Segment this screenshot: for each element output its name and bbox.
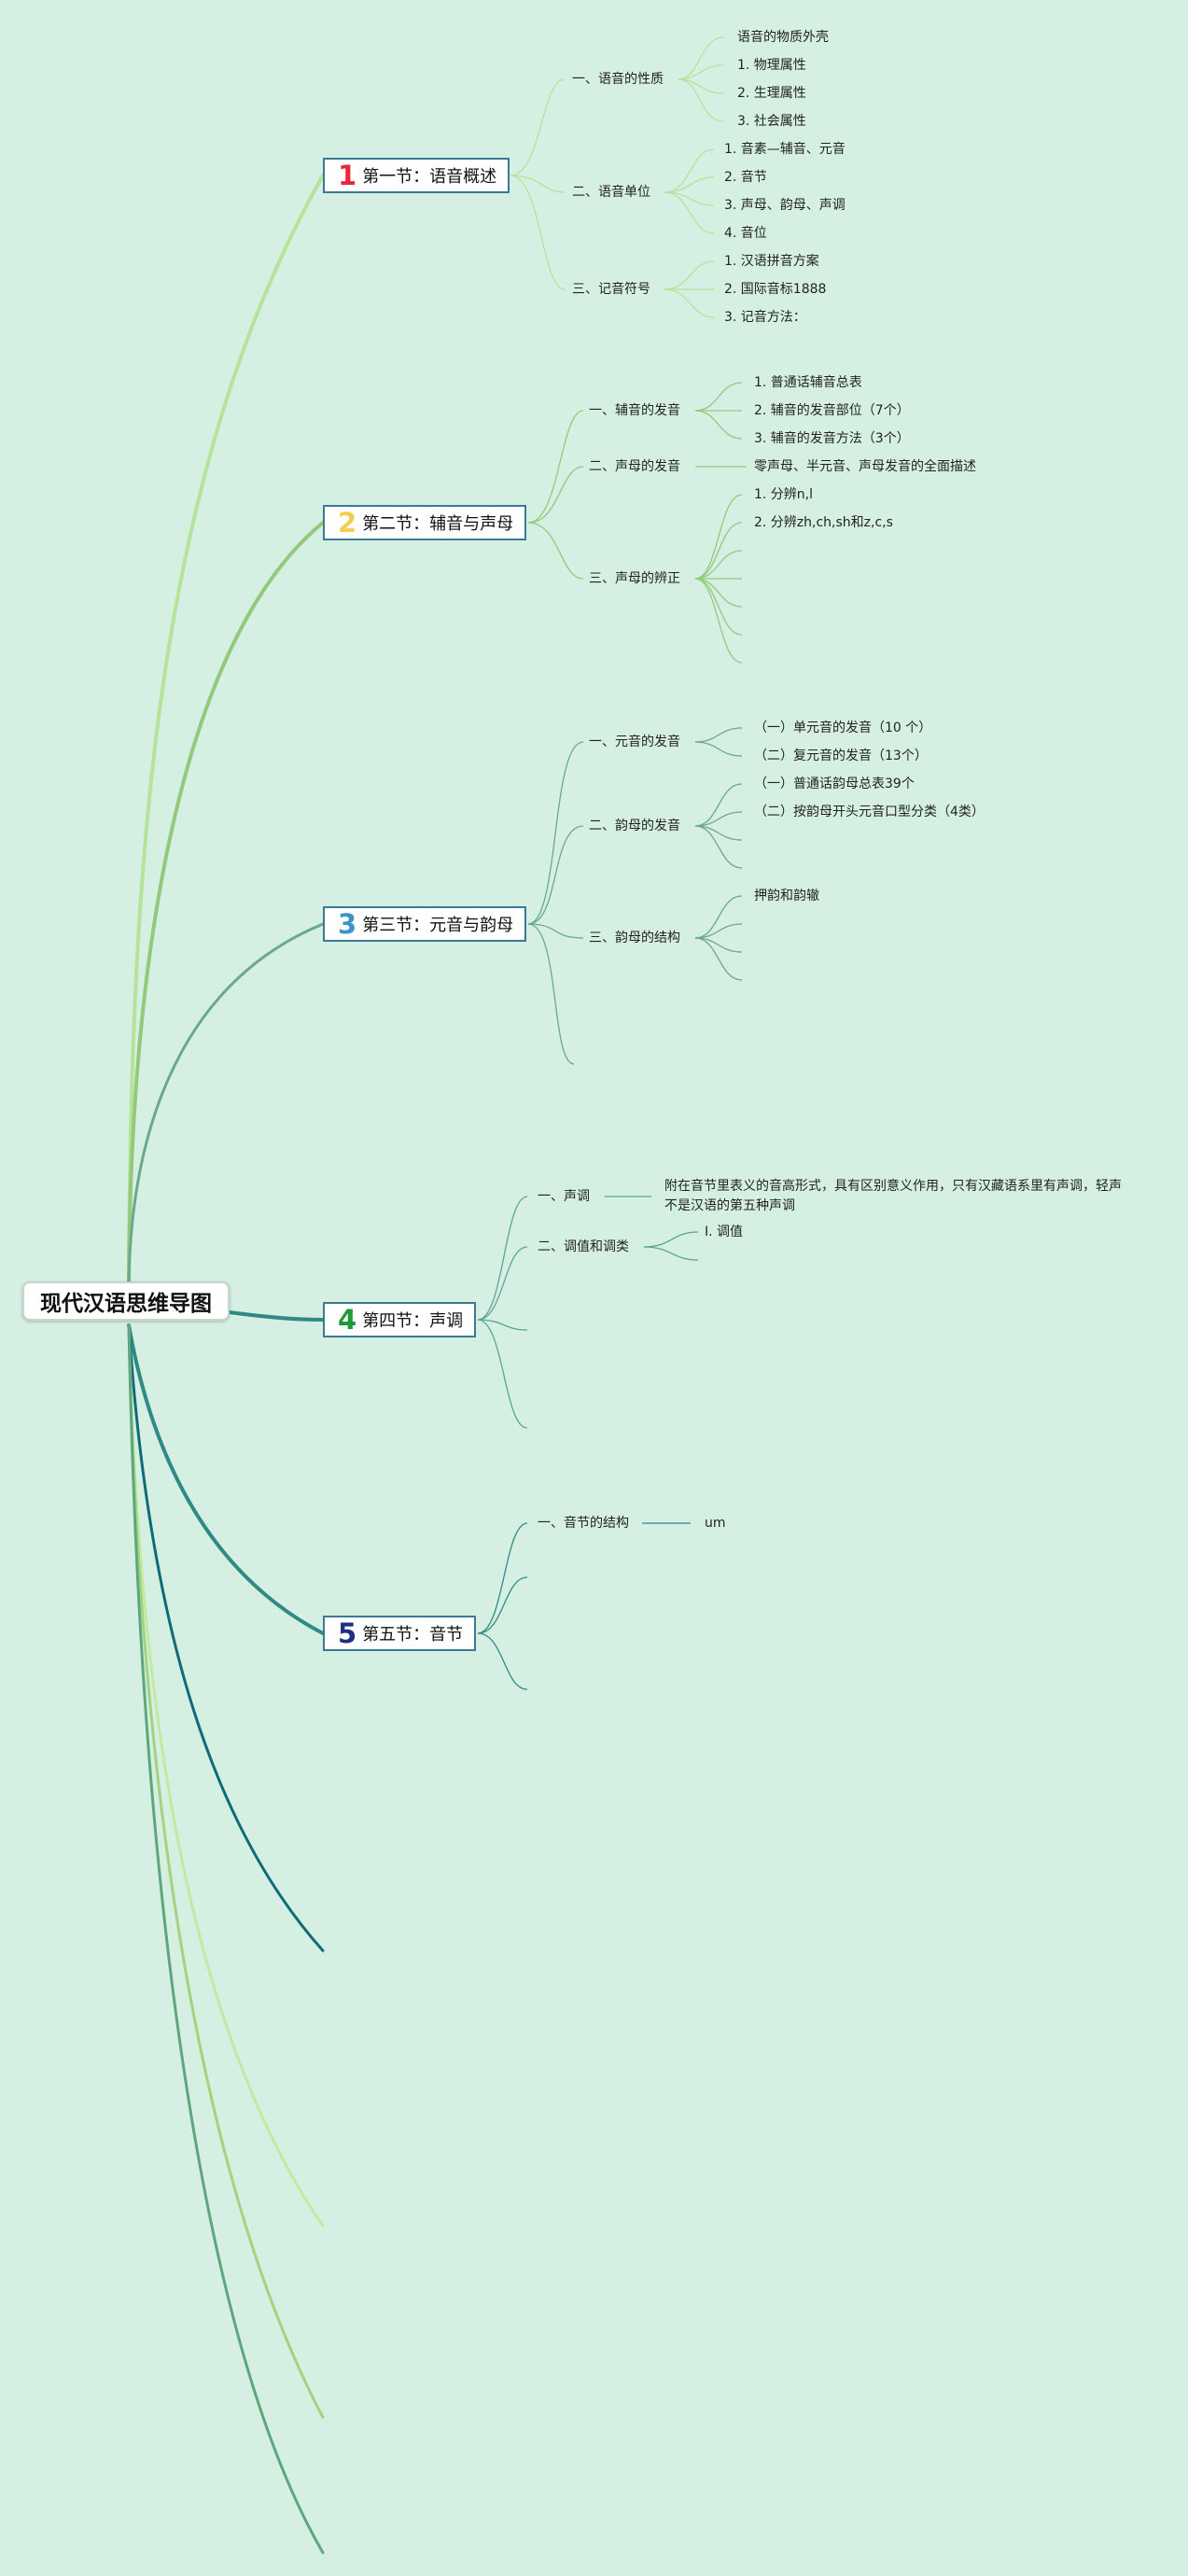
leaf-item[interactable]: （一）普通话韵母总表39个	[754, 777, 915, 791]
leaf-item[interactable]: 附在音节里表义的音高形式，具有区别意义作用，只有汉藏语系里有声调，轻声不是汉语的…	[664, 1179, 1122, 1213]
branch-empty-3	[127, 1323, 325, 2419]
leaf-item[interactable]: 3. 辅音的发音方法（3个）	[754, 431, 910, 446]
section-number-1: 1	[338, 159, 357, 191]
subtopic-label[interactable]: 一、声调	[538, 1189, 590, 1204]
subtopic-label[interactable]: 一、语音的性质	[572, 72, 664, 87]
branch-sec4	[228, 1310, 325, 1322]
branch-empty-4	[127, 1323, 325, 2555]
leaf-item[interactable]: （二）复元音的发音（13个）	[754, 749, 928, 763]
leaf-item[interactable]: 2. 生理属性	[737, 86, 806, 101]
section-3-topic[interactable]: 3 第三节：元音与韵母	[323, 906, 527, 942]
branch-empty-1	[127, 1323, 325, 1953]
section-number-2: 2	[338, 506, 357, 539]
leaf-item[interactable]: 2. 国际音标1888	[724, 282, 827, 297]
section-number-3: 3	[338, 907, 357, 940]
branch-sec3	[127, 922, 325, 1288]
subtopic-label[interactable]: 二、调值和调类	[538, 1239, 629, 1254]
leaf-item[interactable]: 语音的物质外壳	[737, 30, 829, 45]
section-label: 第四节：声调	[362, 1311, 464, 1331]
subtopic-label[interactable]: 三、声母的辨正	[589, 571, 680, 586]
section-2-topic[interactable]: 2 第二节：辅音与声母	[323, 505, 527, 540]
section-label: 第三节：元音与韵母	[362, 916, 514, 935]
leaf-item[interactable]: um	[705, 1516, 726, 1531]
leaf-item[interactable]: 2. 分辨zh,ch,sh和z,c,s	[754, 515, 893, 530]
subtopic-label[interactable]: 一、元音的发音	[589, 735, 680, 749]
section-label: 第二节：辅音与声母	[362, 514, 514, 534]
section-4-topic[interactable]: 4 第四节：声调	[323, 1302, 477, 1337]
subtopic-label[interactable]: 二、韵母的发音	[589, 819, 680, 833]
subtopic-label[interactable]: 一、音节的结构	[538, 1516, 629, 1531]
leaf-item[interactable]: 1. 汉语拼音方案	[724, 254, 819, 269]
leaf-item[interactable]: （二）按韵母开头元音口型分类（4类）	[754, 805, 985, 819]
leaf-item[interactable]: 1. 普通话辅音总表	[754, 375, 862, 390]
leaf-item[interactable]: 1. 音素—辅音、元音	[724, 142, 846, 157]
section-label: 第一节：语音概述	[362, 167, 497, 187]
section-number-5: 5	[338, 1617, 357, 1649]
subtopic-label[interactable]: 三、记音符号	[572, 282, 650, 297]
leaf-item[interactable]: 3. 记音方法：	[724, 310, 806, 325]
subtopic-label[interactable]: 二、语音单位	[572, 185, 650, 200]
subtopic-label[interactable]: 三、韵母的结构	[589, 931, 680, 945]
root-title: 现代汉语思维导图	[40, 1292, 212, 1316]
branch-sec1	[127, 174, 325, 1285]
branch-sec2	[127, 521, 325, 1285]
leaf-item[interactable]: 3. 声母、韵母、声调	[724, 198, 846, 213]
section-number-4: 4	[338, 1303, 357, 1336]
section-5-topic[interactable]: 5 第五节：音节	[323, 1616, 477, 1651]
section-1-topic[interactable]: 1 第一节：语音概述	[323, 158, 510, 193]
leaf-item[interactable]: 1. 物理属性	[737, 58, 806, 73]
branch-sec5	[127, 1323, 325, 1635]
leaf-item[interactable]: 3. 社会属性	[737, 114, 806, 129]
leaf-item[interactable]: 零声母、半元音、声母发音的全面描述	[754, 459, 976, 474]
leaf-item[interactable]: 2. 辅音的发音部位（7个）	[754, 403, 910, 418]
leaf-item[interactable]: I. 调值	[705, 1225, 744, 1239]
subtopic-label[interactable]: 二、声母的发音	[589, 459, 680, 474]
root-topic[interactable]: 现代汉语思维导图	[22, 1281, 230, 1321]
leaf-item[interactable]: 2. 音节	[724, 170, 767, 185]
section-label: 第五节：音节	[362, 1625, 464, 1645]
leaf-item[interactable]: 4. 音位	[724, 226, 767, 241]
leaf-item[interactable]: （一）单元音的发音（10 个）	[754, 721, 932, 735]
subtopic-label[interactable]: 一、辅音的发音	[589, 403, 680, 418]
leaf-item[interactable]: 1. 分辨n,l	[754, 487, 814, 502]
leaf-item[interactable]: 押韵和韵辙	[754, 889, 819, 903]
